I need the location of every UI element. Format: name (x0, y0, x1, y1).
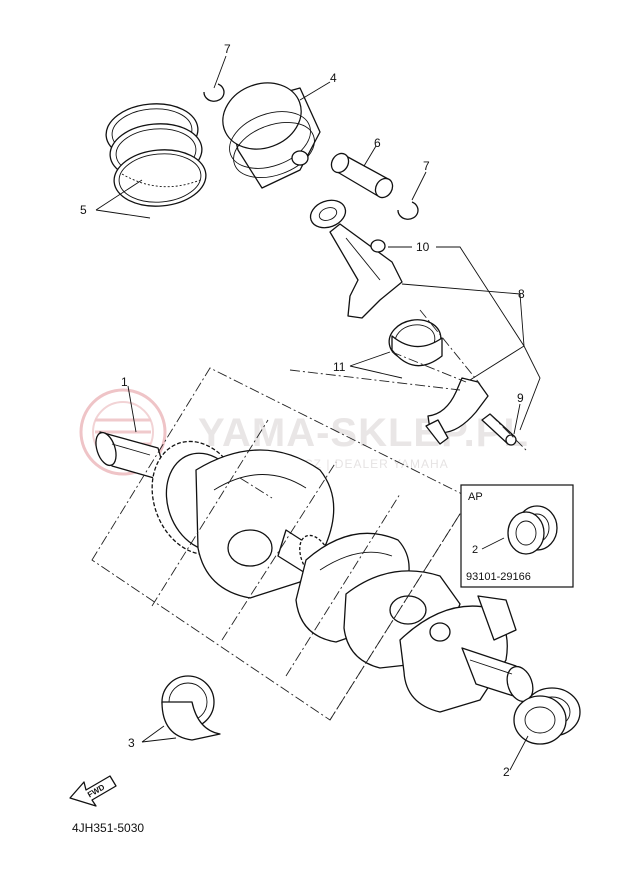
inset-callout: 2 (472, 544, 478, 556)
callout-7-lower: 7 (423, 159, 430, 173)
piston-pin (330, 152, 394, 199)
circlip-lower (397, 201, 419, 220)
inset-title: AP (468, 491, 483, 503)
callout-1: 1 (121, 375, 128, 389)
main-bearing (161, 675, 221, 741)
callouts: 1 7 4 5 6 7 10 8 11 9 3 2 (80, 42, 525, 779)
piston (222, 82, 321, 189)
fwd-arrow: FWD (69, 775, 117, 807)
callout-10: 10 (416, 240, 430, 254)
diagram-code: 4JH351-5030 (72, 821, 144, 835)
callout-9: 9 (517, 391, 524, 405)
callout-6: 6 (374, 136, 381, 150)
callout-7-upper: 7 (224, 42, 231, 56)
inset-ap: AP 2 93101-29166 (460, 484, 574, 588)
assembly-frame (91, 309, 527, 721)
oil-seal (513, 687, 581, 745)
callout-4: 4 (330, 71, 337, 85)
callout-3: 3 (128, 736, 135, 750)
watermark-brand: YAMA-SKLEP.PL (198, 411, 529, 455)
big-end-bearing (388, 319, 443, 367)
inset-oil-seal (507, 505, 558, 555)
connecting-rod (309, 199, 403, 319)
leader-lines (95, 55, 541, 771)
piston-rings (105, 103, 207, 207)
callout-11: 11 (333, 360, 346, 374)
callout-8: 8 (518, 287, 525, 301)
circlip-upper (203, 83, 225, 102)
callout-5: 5 (80, 203, 87, 217)
inset-part-number: 93101-29166 (466, 571, 531, 583)
callout-2: 2 (503, 765, 510, 779)
